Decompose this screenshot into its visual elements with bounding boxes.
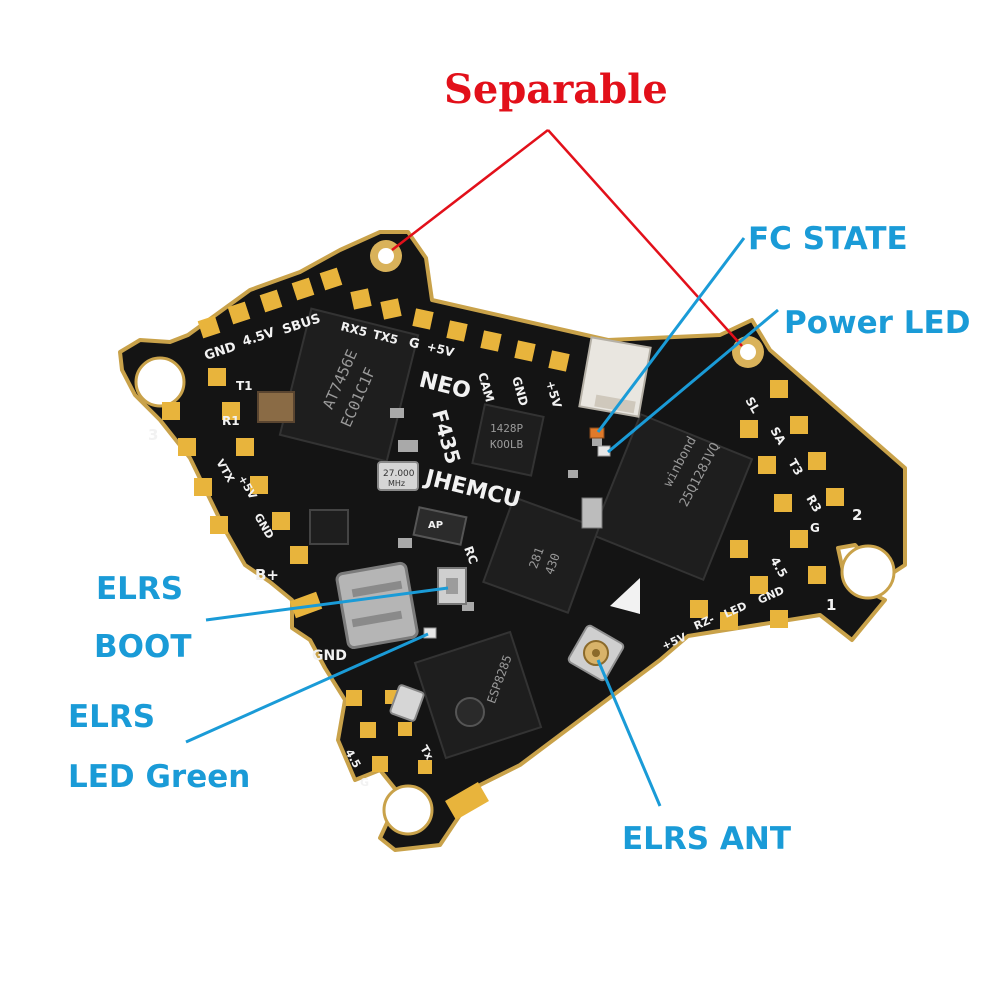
orientation-arrow [610, 578, 640, 614]
svg-text:3: 3 [148, 426, 158, 444]
svg-text:G: G [360, 776, 369, 789]
svg-text:GND: GND [312, 648, 347, 664]
mounting-notch-right [840, 544, 896, 600]
svg-text:R1: R1 [222, 414, 240, 428]
elrs-boot-callout-line1: ELRS [96, 571, 184, 607]
separable-title: Separable [444, 66, 668, 113]
elrs-chip: ESP8285 [413, 630, 543, 760]
battery-pads [289, 561, 419, 650]
svg-text:RC: RC [461, 544, 480, 566]
mounting-notch-bottom [382, 784, 434, 836]
elrs-led-callout-line1: ELRS [68, 699, 156, 735]
gyro-chip: 1428P KOOLB [471, 403, 545, 477]
crystal-oscillator: 27.000 MHz [377, 461, 419, 491]
svg-text:T1: T1 [236, 379, 253, 393]
svg-text:430: 430 [542, 551, 563, 576]
solder-pads-right [690, 380, 844, 630]
osd-chip: AT7456E EC01C1F [278, 307, 420, 463]
svg-text:TX5: TX5 [371, 327, 399, 347]
elrs-led [423, 627, 437, 639]
solder-pads-left [162, 368, 308, 564]
elrs-led-callout-line2: LED Green [68, 759, 251, 795]
svg-text:G: G [810, 521, 820, 535]
svg-text:B+: B+ [255, 566, 279, 584]
board-connector [578, 336, 652, 418]
callout-leader-lines [185, 237, 779, 807]
antenna-connector [567, 624, 625, 682]
mcu-chip: 281 430 [482, 496, 600, 614]
svg-text:RX5: RX5 [339, 319, 368, 339]
svg-text:AP: AP [428, 520, 443, 531]
solder-pads-bottom-left [346, 690, 489, 821]
fc-state-led [589, 427, 605, 439]
flash-chip: winbond 25Q128JVQ [590, 412, 754, 582]
svg-text:G: G [407, 335, 421, 352]
elrs-boot-callout-line2: BOOT [94, 629, 192, 665]
svg-text:27.000: 27.000 [383, 469, 415, 479]
svg-text:2: 2 [852, 506, 862, 524]
svg-text:KOOLB: KOOLB [490, 438, 523, 451]
crystal-oscillator-2 [389, 684, 425, 722]
elrs-ant-callout: ELRS ANT [622, 821, 792, 857]
svg-text:MHz: MHz [388, 479, 405, 488]
svg-text:281: 281 [526, 545, 547, 570]
power-led-callout: Power LED [784, 305, 971, 341]
solder-pads-top-left [197, 267, 570, 372]
svg-text:Tx: Tx [417, 743, 436, 762]
svg-text:1: 1 [826, 596, 836, 614]
svg-text:+5V: +5V [425, 339, 456, 359]
capacitors [257, 391, 603, 611]
svg-text:1428P: 1428P [490, 422, 523, 435]
separable-leader-lines [391, 129, 743, 347]
fc-state-callout: FC STATE [748, 221, 908, 257]
elrs-boot-button [437, 567, 467, 605]
mounting-notch-left [134, 356, 186, 408]
